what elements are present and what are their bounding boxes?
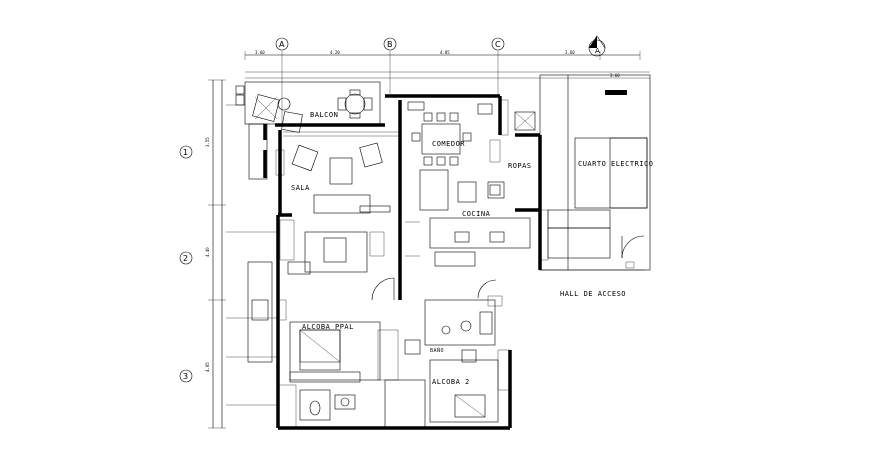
room-label-comedor: COMEDOR	[432, 140, 465, 148]
living-room	[283, 131, 400, 214]
axis-bubble-3: 3	[179, 369, 193, 383]
svg-text:1: 1	[183, 148, 188, 157]
dim-right-top: 3.60	[610, 73, 620, 78]
svg-text:C: C	[495, 40, 501, 49]
top-dimension-chain: 3.60 4.20 4.85 3.60 3.60	[244, 50, 650, 79]
axis-bubble-c: C	[491, 37, 505, 51]
dim-left-2: 4.40	[205, 247, 210, 257]
room-label-bano: BAÑO	[430, 347, 444, 354]
dim-top-4: 3.60	[565, 50, 575, 55]
dim-top-3: 4.85	[440, 50, 450, 55]
svg-text:A: A	[279, 40, 285, 49]
axis-bubble-b: B	[383, 37, 397, 51]
svg-text:3: 3	[183, 372, 188, 381]
kitchen	[405, 169, 531, 267]
dim-left-3: 4.85	[205, 362, 210, 372]
north-arrow-icon: A	[588, 35, 606, 57]
wall-hatches	[275, 99, 549, 429]
column-gridlines	[226, 60, 645, 406]
dim-left-1: 3.55	[205, 137, 210, 147]
room-label-alcoba-ppal: ALCOBA PPAL	[302, 323, 354, 331]
room-label-sala: SALA	[291, 184, 310, 192]
axis-bubble-1: 1	[179, 145, 193, 159]
dim-top-1: 3.60	[255, 50, 265, 55]
room-label-alcoba-2: ALCOBA 2	[432, 378, 470, 386]
bedroom-zone	[287, 231, 499, 423]
svg-text:A: A	[595, 47, 600, 55]
room-label-ropas: ROPAS	[508, 162, 532, 170]
axis-bubble-2: 2	[179, 251, 193, 265]
room-label-hall: HALL DE ACCESO	[560, 290, 626, 298]
room-label-cocina: COCINA	[462, 210, 491, 218]
balcony-area	[235, 81, 381, 180]
svg-text:B: B	[387, 40, 393, 49]
stair-core	[514, 74, 651, 271]
left-dimension-chain: 3.55 4.40 4.85	[205, 79, 226, 429]
room-label-balcon: BALCON	[310, 111, 338, 119]
svg-text:2: 2	[183, 254, 188, 263]
room-label-cuarto-electrico: CUARTO ELECTRICO	[578, 160, 653, 168]
dining-room	[407, 101, 493, 166]
dim-top-2: 4.20	[330, 50, 340, 55]
axis-bubble-a: A	[275, 37, 289, 51]
